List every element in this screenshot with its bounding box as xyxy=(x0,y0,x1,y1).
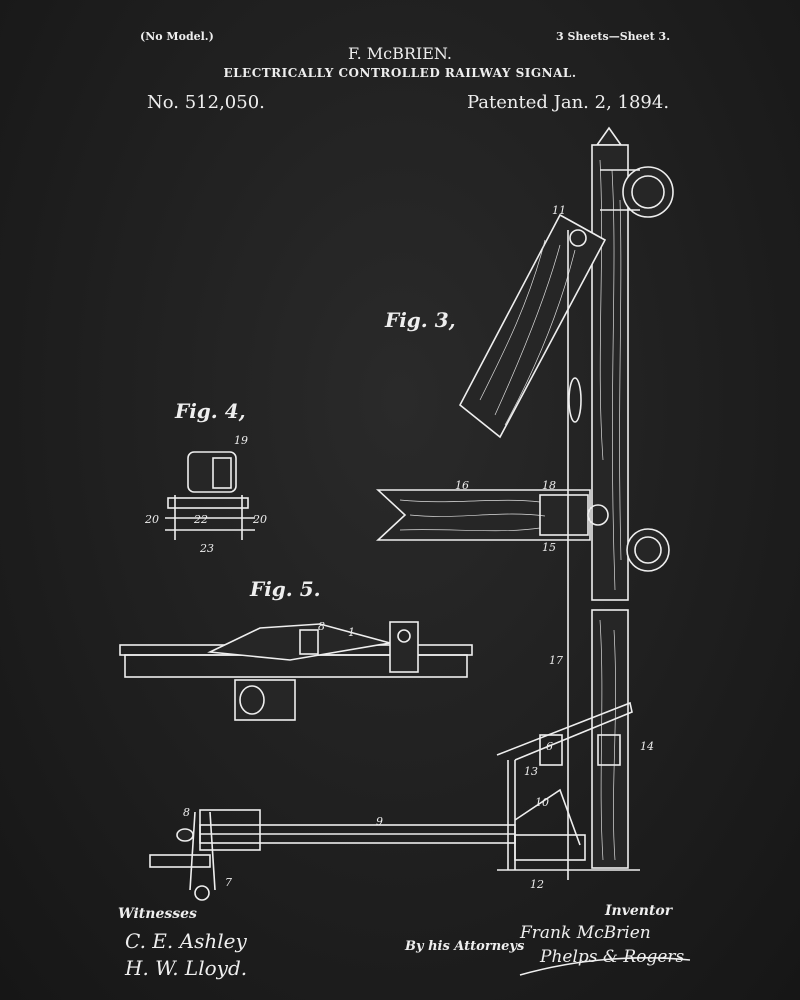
ref-numeral: 13 xyxy=(524,765,538,778)
upper-signal-lamp xyxy=(622,166,674,218)
ref-numeral: 17 xyxy=(549,654,563,667)
ref-numeral: 12 xyxy=(530,878,544,891)
ref-numeral: 22 xyxy=(193,513,208,526)
reference-numerals: 11 16 18 15 17 6 14 13 10 9 12 19 20 22 … xyxy=(144,204,654,891)
ref-numeral: 20 xyxy=(252,513,267,526)
fig3-title: Fig. 3, xyxy=(384,308,456,332)
ref-numeral: 19 xyxy=(234,434,248,447)
patent-title: ELECTRICALLY CONTROLLED RAILWAY SIGNAL. xyxy=(223,66,577,80)
inventor-label: Inventor xyxy=(604,903,674,919)
fig4-detail xyxy=(165,451,255,540)
horizontal-semaphore-arm xyxy=(375,489,609,541)
signal-post xyxy=(591,126,629,869)
ref-numeral: 6 xyxy=(546,740,553,753)
ref-numeral: 9 xyxy=(376,815,383,828)
ref-numeral: 20 xyxy=(144,513,159,526)
fig4-title: Fig. 4, xyxy=(174,399,246,423)
turnbuckle xyxy=(568,377,582,423)
lower-signal-lamp xyxy=(626,528,670,572)
ref-numeral: 18 xyxy=(542,479,556,492)
witness-signature-2: H. W. Lloyd. xyxy=(124,956,247,980)
patent-date: Patented Jan. 2, 1894. xyxy=(467,92,670,113)
inventor-signature: Frank McBrien xyxy=(519,923,651,943)
ref-numeral: 7 xyxy=(225,876,232,889)
attorneys-label: By his Attorneys xyxy=(404,939,525,954)
hand-lever xyxy=(149,809,261,901)
ref-numeral: 15 xyxy=(542,541,556,554)
attorneys-signature: Phelps & Rogers xyxy=(539,947,685,967)
fig5-rail xyxy=(119,621,473,721)
ref-numeral: 8 xyxy=(183,806,190,819)
upper-semaphore-arm xyxy=(458,213,607,439)
ref-numeral: 23 xyxy=(199,542,214,555)
ref-numeral: 1 xyxy=(348,626,355,639)
inventor-name: F. McBRIEN. xyxy=(348,44,452,63)
ref-numeral: 8 xyxy=(318,620,325,633)
connecting-bar xyxy=(199,824,516,844)
witnesses-label: Witnesses xyxy=(118,906,197,922)
ref-numeral: 16 xyxy=(455,479,469,492)
signature-flourish xyxy=(519,957,691,976)
no-model-note: (No Model.) xyxy=(140,30,214,43)
patent-number: No. 512,050. xyxy=(147,92,265,113)
fig5-title: Fig. 5. xyxy=(249,577,321,601)
ref-numeral: 11 xyxy=(552,204,566,217)
signal-house xyxy=(496,701,640,871)
ref-numeral: 14 xyxy=(640,740,654,753)
sheet-number: 3 Sheets—Sheet 3. xyxy=(556,30,671,43)
witness-signature-1: C. E. Ashley xyxy=(125,929,247,953)
ref-numeral: 10 xyxy=(535,796,549,809)
